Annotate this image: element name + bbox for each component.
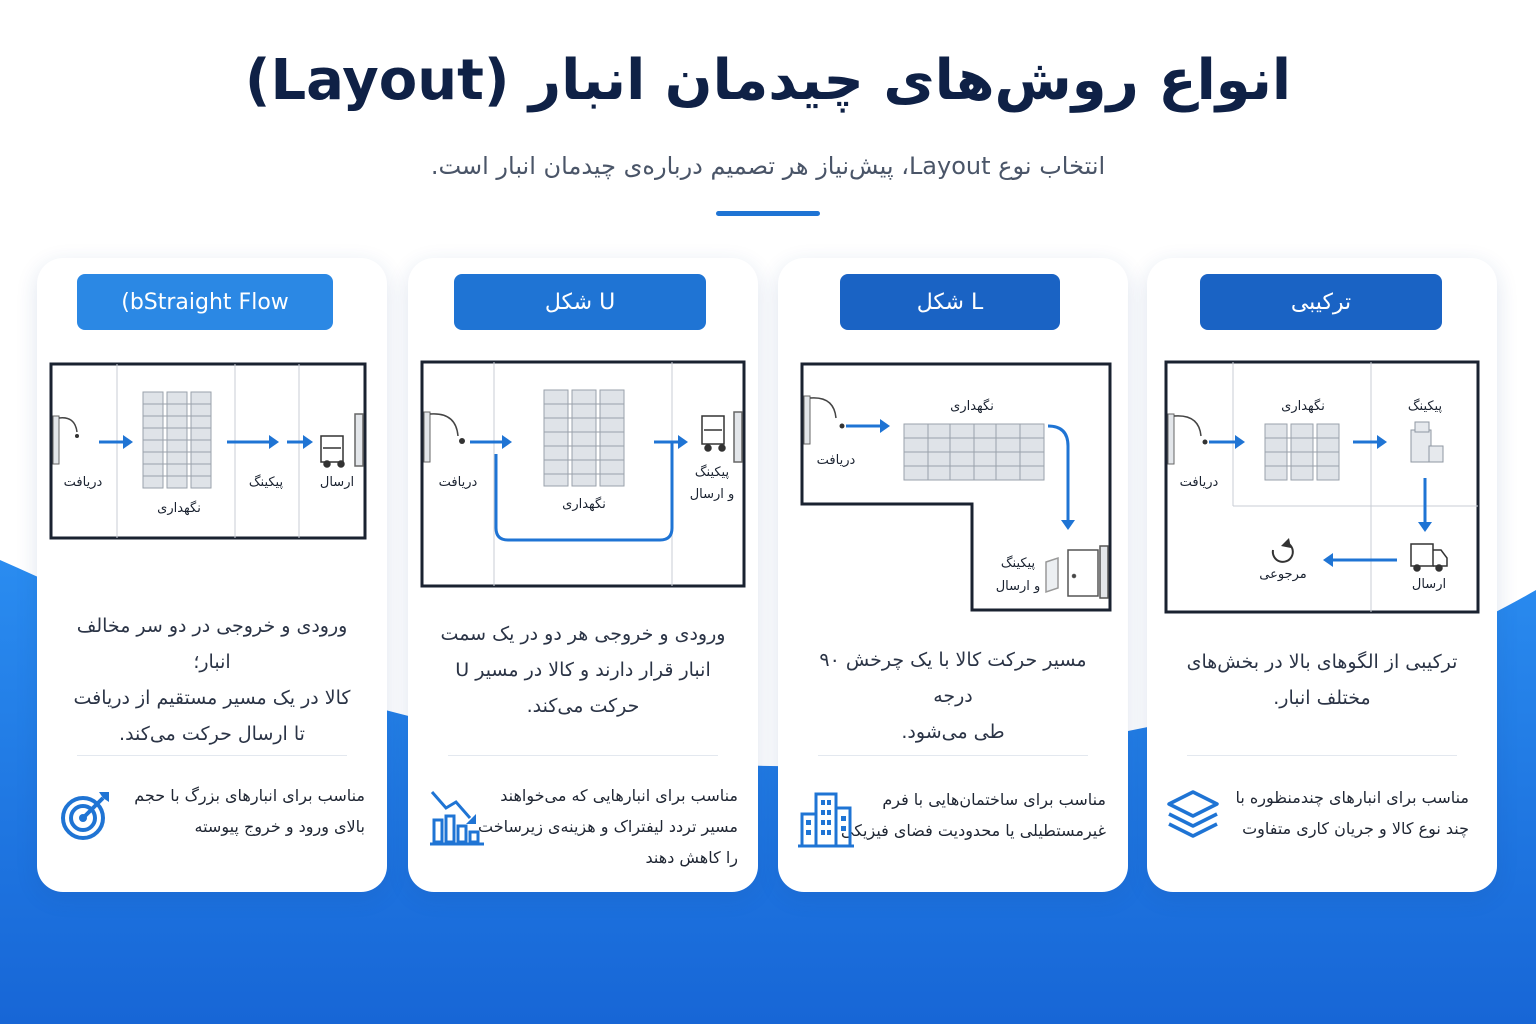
note-line: مناسب برای انبارهایی که می‌خواهند	[500, 786, 738, 805]
label-picking: پیکینگ	[1408, 398, 1443, 414]
label-ship: ارسال	[320, 475, 354, 490]
card-pill: bStraight Flow)	[77, 274, 333, 330]
label-storage: نگهداری	[1281, 398, 1325, 414]
desc-line: تا ارسال حرکت می‌کند.	[119, 723, 305, 745]
title-underline	[716, 211, 820, 216]
layers-icon	[1167, 790, 1219, 838]
card-straight-flow: bStraight Flow)	[37, 258, 387, 892]
note-line: بالای ورود و خروج پیوسته	[194, 817, 365, 836]
desc-line: ورودی و خروجی هر دو در یک سمت	[440, 623, 726, 645]
desc-line: مختلف انبار.	[1273, 687, 1371, 709]
dock-door-icon	[52, 415, 79, 465]
page-subtitle: انتخاب نوع Layout، پیش‌نیاز هر تصمیم درب…	[430, 152, 1106, 180]
desc-line: ترکیبی از الگوهای بالا در بخش‌های	[1186, 651, 1458, 673]
desc-line: کالا در یک مسیر مستقیم از دریافت	[73, 687, 351, 709]
card-u-shape: U شکل دریافت نگهداری	[408, 258, 758, 892]
label-receive: دریافت	[64, 475, 103, 490]
straight-flow-diagram: دریافت نگهداری پیکینگ ارسال	[49, 362, 367, 540]
card-note: مناسب برای انبارهای چندمنظوره با چند نوع…	[1236, 782, 1470, 844]
card-pill: U شکل	[454, 274, 706, 330]
label-storage: نگهداری	[157, 500, 201, 516]
note-line: را کاهش دهند	[645, 848, 738, 867]
note-line: غیرمستطیلی یا محدودیت فضای فیزیکی	[840, 821, 1106, 840]
building-icon	[798, 792, 854, 848]
label-receive: دریافت	[439, 475, 478, 490]
truck-icon	[1410, 543, 1448, 572]
card-note: مناسب برای انبارهای بزرگ با حجم بالای ور…	[134, 780, 365, 842]
card-description: ورودی و خروجی هر دو در یک سمت انبار قرار…	[428, 616, 738, 724]
card-description: ورودی و خروجی در دو سر مخالف انبار؛ کالا…	[57, 608, 367, 752]
card-description: مسیر حرکت کالا با یک چرخش ۹۰ درجه طی می‌…	[798, 642, 1108, 750]
card-description: ترکیبی از الگوهای بالا در بخش‌های مختلف …	[1167, 644, 1477, 716]
card-note: مناسب برای ساختمان‌هایی با فرم غیرمستطیل…	[841, 784, 1106, 846]
desc-line: انبار قرار دارند و کالا در مسیر U	[455, 659, 711, 681]
page-title: انواع روش‌های چیدمان انبار (Layout)	[244, 48, 1292, 113]
dock-door-icon	[1167, 413, 1208, 465]
refresh-icon	[1271, 543, 1294, 563]
divider	[1187, 755, 1457, 756]
u-shape-diagram: دریافت نگهداری پیکینگ و ارسال	[420, 360, 746, 588]
label-receive: دریافت	[1180, 475, 1219, 490]
note-line: مناسب برای انبارهای بزرگ با حجم	[134, 786, 365, 805]
label-ship: و ارسال	[996, 579, 1041, 594]
target-icon	[61, 792, 109, 840]
label-ship: ارسال	[1412, 577, 1446, 592]
chart-down-icon	[430, 791, 484, 846]
label-picking: پیکینگ	[695, 464, 730, 480]
dock-door-icon	[803, 395, 845, 445]
note-line: مسیر تردد لیفتراک و هزینه‌ی زیرساخت	[478, 817, 738, 836]
desc-line: ورودی و خروجی در دو سر مخالف انبار؛	[76, 615, 348, 673]
label-returns: مرجوعی	[1259, 567, 1306, 582]
label-storage: نگهداری	[562, 496, 606, 512]
truck-icon	[701, 411, 743, 463]
note-line: مناسب برای ساختمان‌هایی با فرم	[882, 790, 1106, 809]
divider	[448, 755, 718, 756]
card-note: مناسب برای انبارهایی که می‌خواهند مسیر ت…	[478, 780, 738, 873]
desc-line: طی می‌شود.	[901, 721, 1005, 743]
note-line: مناسب برای انبارهای چندمنظوره با	[1235, 788, 1470, 807]
l-shape-diagram: دریافت نگهداری پیکینگ و ارسال	[800, 362, 1112, 612]
boxes-icon	[1410, 421, 1444, 463]
label-picking: پیکینگ	[249, 474, 284, 490]
card-pill: L شکل	[840, 274, 1060, 330]
label-receive: دریافت	[817, 453, 856, 468]
dock-door-icon	[423, 411, 465, 463]
card-l-shape: L شکل دریافت نگهداری پ	[778, 258, 1128, 892]
divider	[77, 755, 347, 756]
label-ship: و ارسال	[690, 487, 735, 502]
note-line: چند نوع کالا و جریان کاری متفاوت	[1242, 819, 1469, 838]
door-icon	[1045, 545, 1109, 599]
desc-line: مسیر حرکت کالا با یک چرخش ۹۰ درجه	[819, 649, 1087, 707]
label-picking: پیکینگ	[1001, 555, 1036, 571]
combined-diagram: دریافت نگهداری پیکینگ ارسال مرجوعی	[1164, 360, 1480, 614]
card-combined: ترکیبی	[1147, 258, 1497, 892]
card-pill: ترکیبی	[1200, 274, 1442, 330]
label-storage: نگهداری	[950, 398, 994, 414]
divider	[818, 755, 1088, 756]
truck-icon	[320, 413, 364, 468]
desc-line: حرکت می‌کند.	[526, 695, 640, 717]
